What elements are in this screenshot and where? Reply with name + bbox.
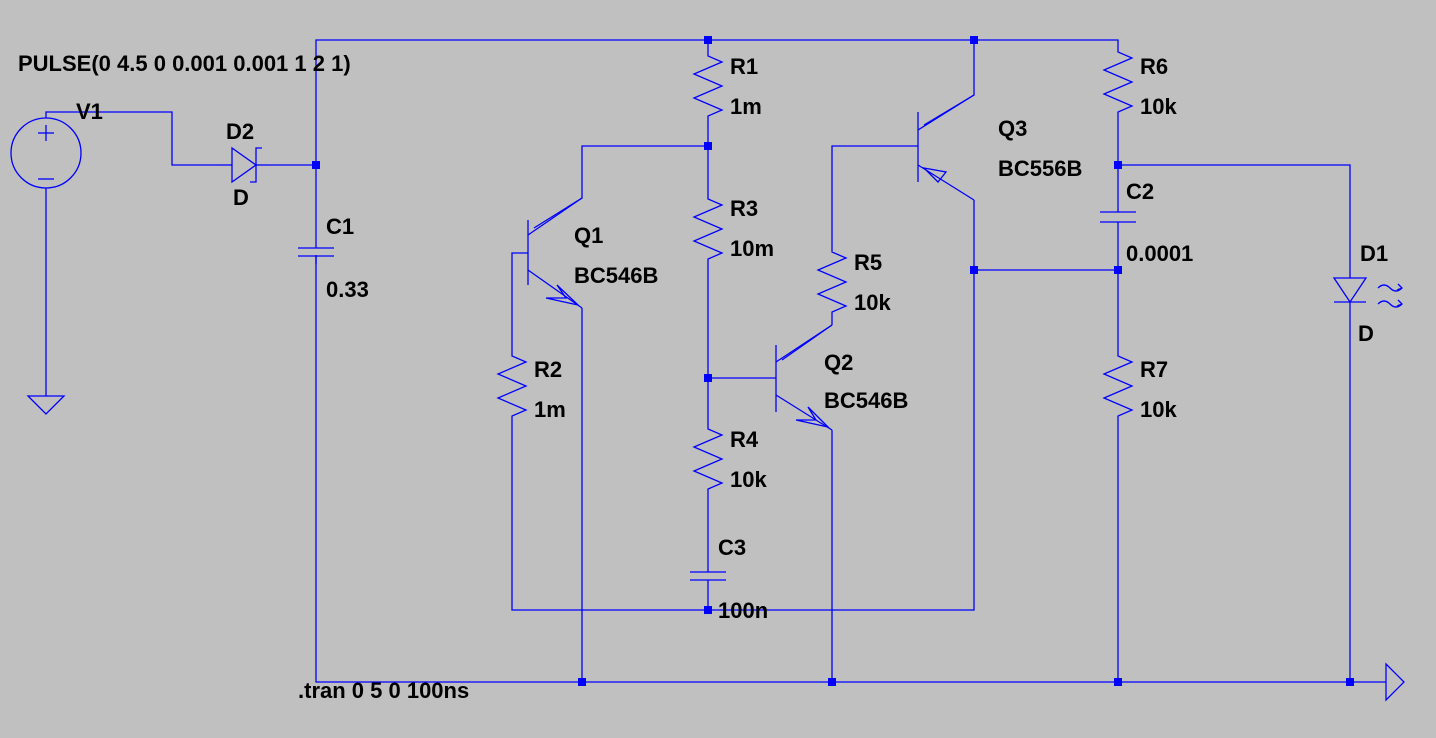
junction-dot: [704, 606, 712, 614]
labels: PULSE(0 4.5 0 0.001 0.001 1 2 1) .tran 0…: [18, 51, 1388, 703]
wire-q1-collector: [533, 145, 708, 229]
resistor-r5[interactable]: [816, 248, 848, 325]
label-c1-value: 0.33: [326, 277, 369, 302]
label-c3-value: 100n: [718, 598, 768, 623]
label-r1-value: 1m: [730, 94, 762, 119]
junction-dot: [828, 678, 836, 686]
junction-dot: [1114, 266, 1122, 274]
wire-r2-loop: [511, 270, 975, 611]
capacitor-c2[interactable]: [1100, 211, 1136, 223]
wire-q1-base: [511, 252, 528, 352]
junction-dot: [1114, 678, 1122, 686]
junction-dot: [1346, 678, 1354, 686]
wire-q3-collector: [973, 200, 1118, 271]
junction-dot: [970, 36, 978, 44]
resistor-r4[interactable]: [692, 425, 724, 492]
label-r3-name: R3: [730, 196, 758, 221]
junction-dot: [1114, 161, 1122, 169]
label-c1-name: C1: [326, 214, 354, 239]
voltage-source-v1[interactable]: [10, 117, 82, 189]
tran-directive: .tran 0 5 0 100ns: [298, 678, 469, 703]
label-r1-name: R1: [730, 54, 758, 79]
label-r5-value: 10k: [854, 290, 891, 315]
ground-arrow-icon: [1385, 662, 1405, 702]
label-c2-name: C2: [1126, 179, 1154, 204]
label-r7-value: 10k: [1140, 397, 1177, 422]
label-q2-value: BC546B: [824, 388, 908, 413]
label-v1-name: V1: [76, 99, 103, 124]
label-r4-name: R4: [730, 427, 759, 452]
label-q1-name: Q1: [574, 223, 603, 248]
label-d2-name: D2: [226, 119, 254, 144]
label-r6-name: R6: [1140, 54, 1168, 79]
resistor-r7[interactable]: [1102, 352, 1134, 422]
wire-q3-emitter: [923, 40, 975, 126]
ground-icon: [26, 395, 66, 415]
led-d1[interactable]: [1332, 277, 1403, 308]
wire-v1-d2: [45, 111, 218, 166]
resistor-r1[interactable]: [692, 52, 724, 122]
junction-dot: [704, 374, 712, 382]
label-r5-name: R5: [854, 250, 882, 275]
label-r6-value: 10k: [1140, 94, 1177, 119]
junction-dot: [312, 161, 320, 169]
components: [10, 48, 1405, 702]
wire-r5-q3-base: [831, 145, 918, 248]
transistor-q3[interactable]: [917, 94, 975, 201]
label-q1-value: BC546B: [574, 263, 658, 288]
wire-bottom-rail: [315, 255, 1386, 683]
pulse-directive: PULSE(0 4.5 0 0.001 0.001 1 2 1): [18, 51, 351, 76]
junction-dot: [578, 678, 586, 686]
label-c2-value: 0.0001: [1126, 241, 1193, 266]
label-d1-value: D: [1358, 321, 1374, 346]
label-d1-name: D1: [1360, 241, 1388, 266]
junction-dot: [704, 36, 712, 44]
resistor-r3[interactable]: [692, 195, 724, 262]
transistor-q1[interactable]: [527, 197, 583, 309]
label-r7-name: R7: [1140, 357, 1168, 382]
label-q3-value: BC556B: [998, 156, 1082, 181]
label-r2-name: R2: [534, 357, 562, 382]
transistor-q2[interactable]: [775, 324, 833, 431]
resistor-r2[interactable]: [496, 352, 528, 422]
diode-d2[interactable]: [218, 146, 268, 184]
label-d2-value: D: [233, 185, 249, 210]
label-c3-name: C3: [718, 535, 746, 560]
wire-d1-top: [1118, 164, 1351, 278]
capacitor-c1[interactable]: [298, 247, 334, 264]
wire-top-rail: [315, 39, 1119, 165]
label-q2-name: Q2: [824, 350, 853, 375]
label-r2-value: 1m: [534, 397, 566, 422]
wires: [45, 39, 1386, 683]
label-q3-name: Q3: [998, 116, 1027, 141]
capacitor-c3[interactable]: [690, 571, 726, 581]
junction-dot: [970, 266, 978, 274]
junctions: [312, 36, 1354, 686]
label-r4-value: 10k: [730, 467, 767, 492]
junction-dot: [704, 142, 712, 150]
label-r3-value: 10m: [730, 236, 774, 261]
resistor-r6[interactable]: [1102, 48, 1134, 118]
